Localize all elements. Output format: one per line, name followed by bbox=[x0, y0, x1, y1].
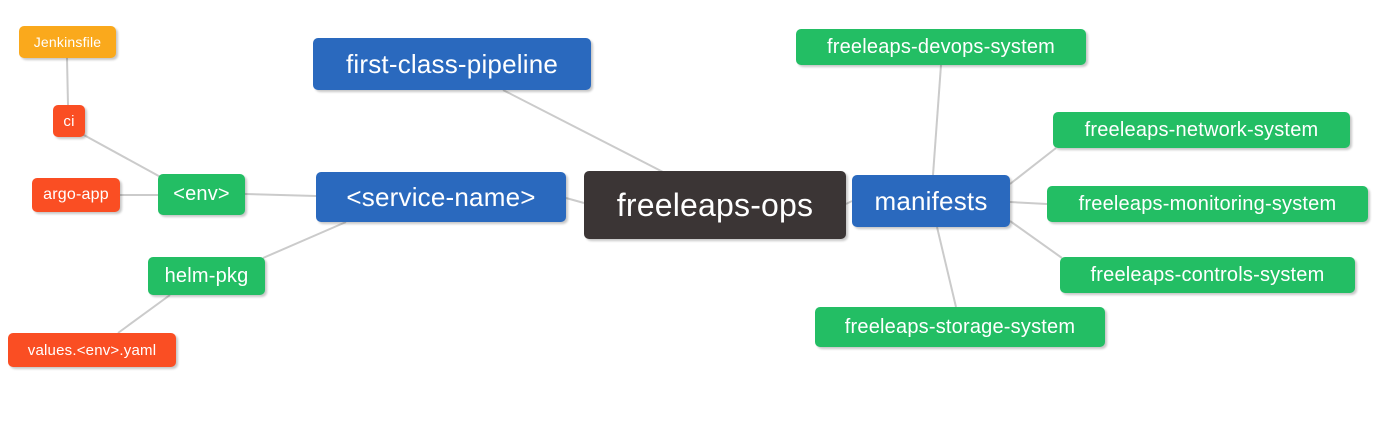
node-values-env-yaml[interactable]: values.<env>.yaml bbox=[8, 333, 176, 367]
node-env[interactable]: <env> bbox=[158, 174, 245, 215]
edge-manifests-to-freeleaps-storage-system bbox=[936, 226, 957, 308]
node-freeleaps-monitoring-system[interactable]: freeleaps-monitoring-system bbox=[1047, 186, 1368, 222]
edge-manifests-to-freeleaps-network-system bbox=[1009, 147, 1057, 185]
node-jenkinsfile[interactable]: Jenkinsfile bbox=[19, 26, 116, 58]
node-helm-pkg[interactable]: helm-pkg bbox=[148, 257, 265, 295]
node-service-name[interactable]: <service-name> bbox=[316, 172, 566, 222]
edge-helm-pkg-to-service-name bbox=[262, 221, 347, 259]
node-ci[interactable]: ci bbox=[53, 105, 85, 137]
edge-freeleaps-ops-to-manifests bbox=[845, 200, 853, 205]
node-freeleaps-devops-system[interactable]: freeleaps-devops-system bbox=[796, 29, 1086, 65]
edge-jenkinsfile-to-ci bbox=[66, 57, 69, 106]
node-manifests[interactable]: manifests bbox=[852, 175, 1010, 227]
node-freeleaps-network-system[interactable]: freeleaps-network-system bbox=[1053, 112, 1350, 148]
edge-service-name-to-freeleaps-ops bbox=[565, 197, 585, 204]
edge-first-class-pipeline-to-freeleaps-ops bbox=[502, 89, 664, 173]
node-argo-app[interactable]: argo-app bbox=[32, 178, 120, 212]
edge-ci-to-env bbox=[81, 133, 167, 181]
edge-manifests-to-freeleaps-controls-system bbox=[1009, 220, 1063, 259]
edge-manifests-to-freeleaps-monitoring-system bbox=[1009, 201, 1048, 205]
edge-env-to-service-name bbox=[244, 193, 317, 197]
node-freeleaps-storage-system[interactable]: freeleaps-storage-system bbox=[815, 307, 1105, 347]
edge-manifests-to-freeleaps-devops-system bbox=[932, 64, 942, 176]
node-freeleaps-ops[interactable]: freeleaps-ops bbox=[584, 171, 846, 239]
edge-values-env-yaml-to-helm-pkg bbox=[117, 294, 171, 334]
node-freeleaps-controls-system[interactable]: freeleaps-controls-system bbox=[1060, 257, 1355, 293]
node-first-class-pipeline[interactable]: first-class-pipeline bbox=[313, 38, 591, 90]
